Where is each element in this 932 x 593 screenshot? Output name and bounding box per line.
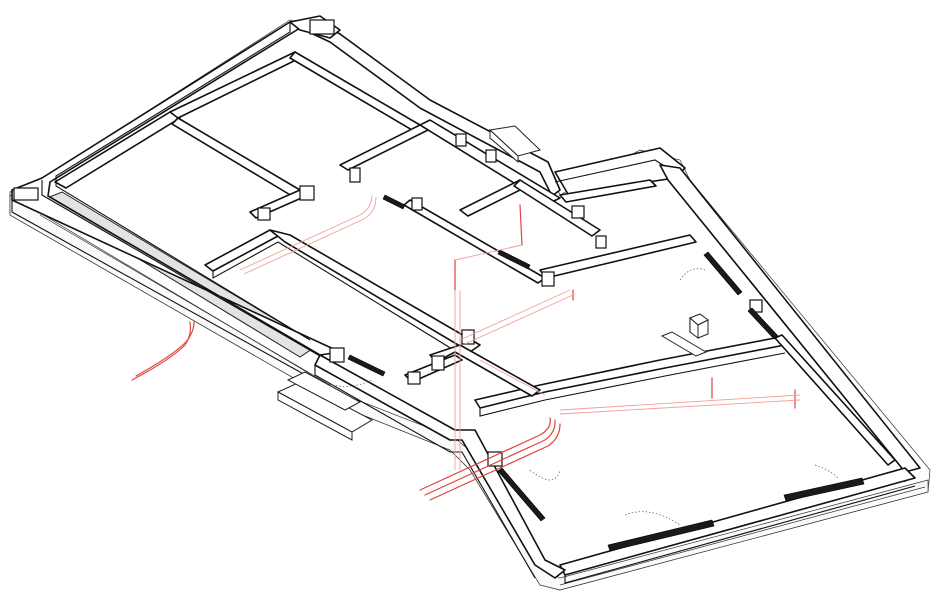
- exterior-walls: [11, 15, 921, 584]
- fixture-box: [660, 313, 709, 357]
- interior-walls: [54, 51, 896, 466]
- wall-piers: [13, 19, 763, 467]
- door-swings: [309, 268, 839, 526]
- plumbing-pipes: [131, 194, 801, 501]
- windows: [347, 194, 865, 552]
- entry-steps: [276, 125, 541, 441]
